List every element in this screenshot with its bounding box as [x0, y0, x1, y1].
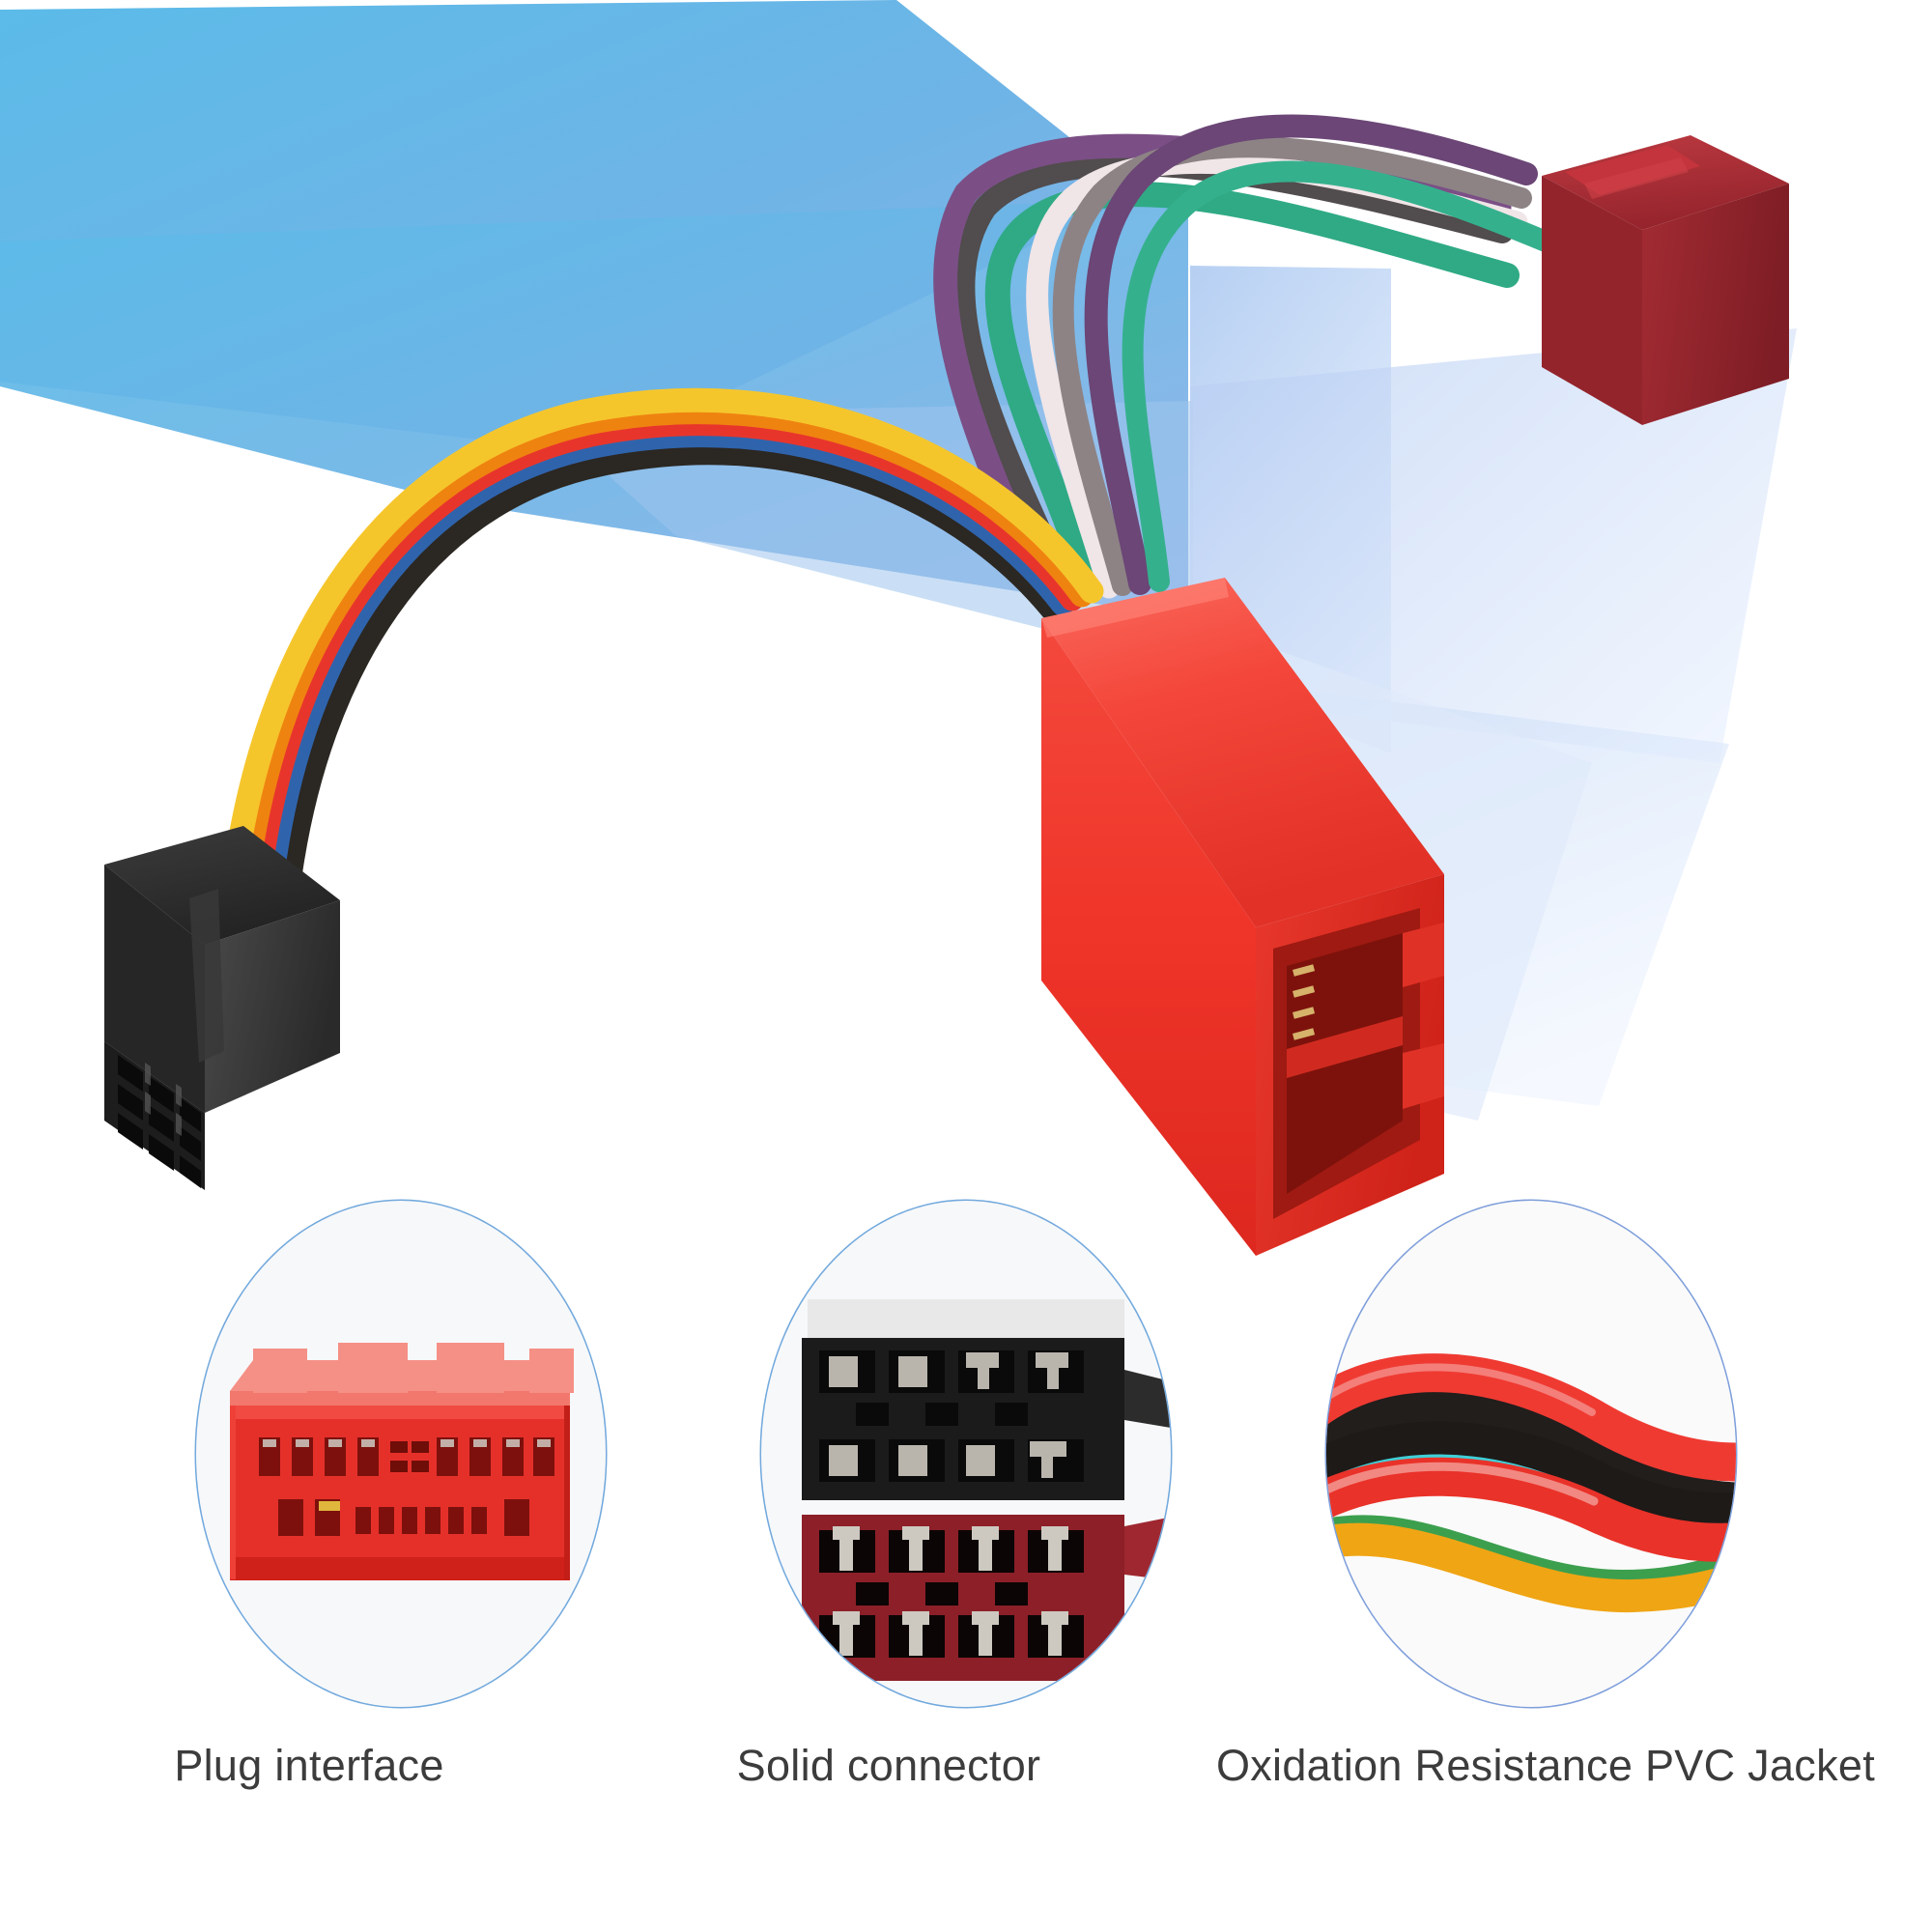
red-block-contacts — [833, 1526, 1068, 1656]
callout-2-content — [761, 1201, 1171, 1707]
feature-captions: Plug interface Solid connector Oxidation… — [0, 1744, 1932, 1811]
twist-wire-red-front — [1326, 1457, 1736, 1562]
red-socket-top-edge-highlight — [1041, 578, 1229, 638]
red-socket-key-upper — [1403, 923, 1444, 987]
crimson-plug-top-sheen — [1584, 157, 1689, 199]
red-iso-socket — [1041, 578, 1444, 1256]
pin-cavities-lower — [278, 1499, 529, 1536]
red-block-detail — [802, 1515, 1171, 1681]
red-socket-top — [1041, 578, 1444, 927]
black-block-latch — [1124, 1370, 1171, 1428]
red-socket-pins — [1293, 964, 1316, 1040]
black-iso-plug — [104, 826, 340, 1190]
caption-pvc-jacket: Oxidation Resistance PVC Jacket — [1215, 1741, 1876, 1790]
twist-wire-red-upper — [1326, 1353, 1736, 1482]
red-connector-face-detail — [230, 1343, 574, 1580]
twist-wire-sheen-2 — [1326, 1363, 1596, 1416]
crimson-plug-top — [1542, 135, 1789, 230]
wire-bundles — [219, 114, 1556, 909]
callout-1-content — [196, 1201, 606, 1707]
crimson-plug-front — [1542, 176, 1642, 425]
blue-panel-right-mid — [1190, 328, 1797, 763]
black-plug-top — [104, 826, 340, 945]
wire-yellow — [219, 387, 1104, 909]
black-plug-side — [205, 900, 340, 1113]
black-block-detail — [802, 1299, 1171, 1500]
twisted-wire-bundle — [1326, 1353, 1736, 1613]
callout-3-content — [1326, 1201, 1736, 1707]
red-socket-front — [1041, 618, 1256, 1256]
crimson-iso-plug — [1542, 135, 1789, 425]
wire-violet-2 — [1084, 114, 1538, 595]
lower-bundle — [219, 387, 1104, 909]
caption-solid-connector: Solid connector — [736, 1741, 1041, 1790]
wire-gray — [1052, 136, 1532, 596]
callout-pvc-jacket — [1324, 1199, 1738, 1709]
wire-dark-gray — [952, 153, 1514, 603]
red-pin-slots — [819, 1530, 1084, 1658]
red-socket-cavity-inner — [1287, 933, 1403, 1194]
black-plug-pin-grid — [118, 1055, 201, 1188]
wire-black — [276, 439, 1066, 883]
pin-contacts — [263, 1439, 551, 1447]
upper-bundle — [933, 114, 1556, 606]
callout-solid-connector — [759, 1199, 1173, 1709]
wire-green — [984, 182, 1520, 602]
twist-wire-black-front — [1326, 1421, 1736, 1526]
red-socket-key-lower — [1403, 1043, 1444, 1109]
twist-wire-black-rear — [1326, 1388, 1736, 1518]
caption-plug-interface: Plug interface — [174, 1741, 444, 1790]
callout-plug-interface — [194, 1199, 608, 1709]
pin-cavities-mid — [390, 1441, 429, 1472]
yellow-accent-pin — [319, 1501, 340, 1511]
black-block-contacts — [829, 1352, 1068, 1478]
red-socket-divider — [1287, 1016, 1403, 1078]
black-plug-front — [104, 865, 205, 1113]
twist-wire-orange — [1326, 1522, 1736, 1613]
wire-green-outer — [1122, 160, 1556, 592]
twist-wire-sheen — [1326, 1462, 1599, 1508]
black-plug-latch-rib — [189, 889, 224, 1063]
crimson-plug-side — [1642, 184, 1789, 425]
